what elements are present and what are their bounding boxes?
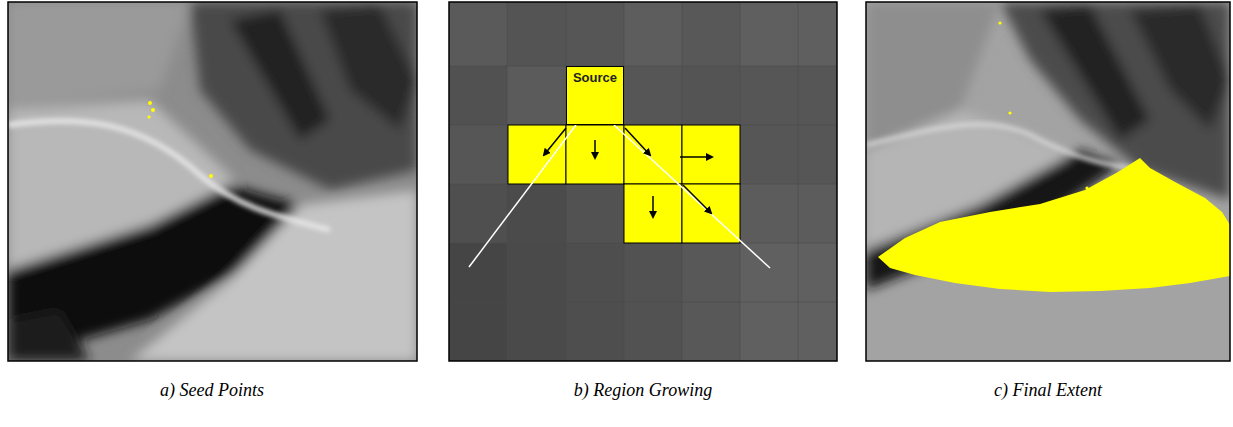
hillshade-panel	[8, 2, 417, 361]
panel-caption: b) Region Growing	[574, 380, 712, 401]
final-extent-panel	[866, 2, 1230, 361]
panel-caption: a) Seed Points	[160, 380, 264, 401]
source-cell: Source	[566, 66, 624, 125]
raster-grid	[449, 2, 837, 361]
panel-caption: c) Final Extent	[994, 380, 1102, 401]
cell-label: Source	[573, 70, 617, 85]
